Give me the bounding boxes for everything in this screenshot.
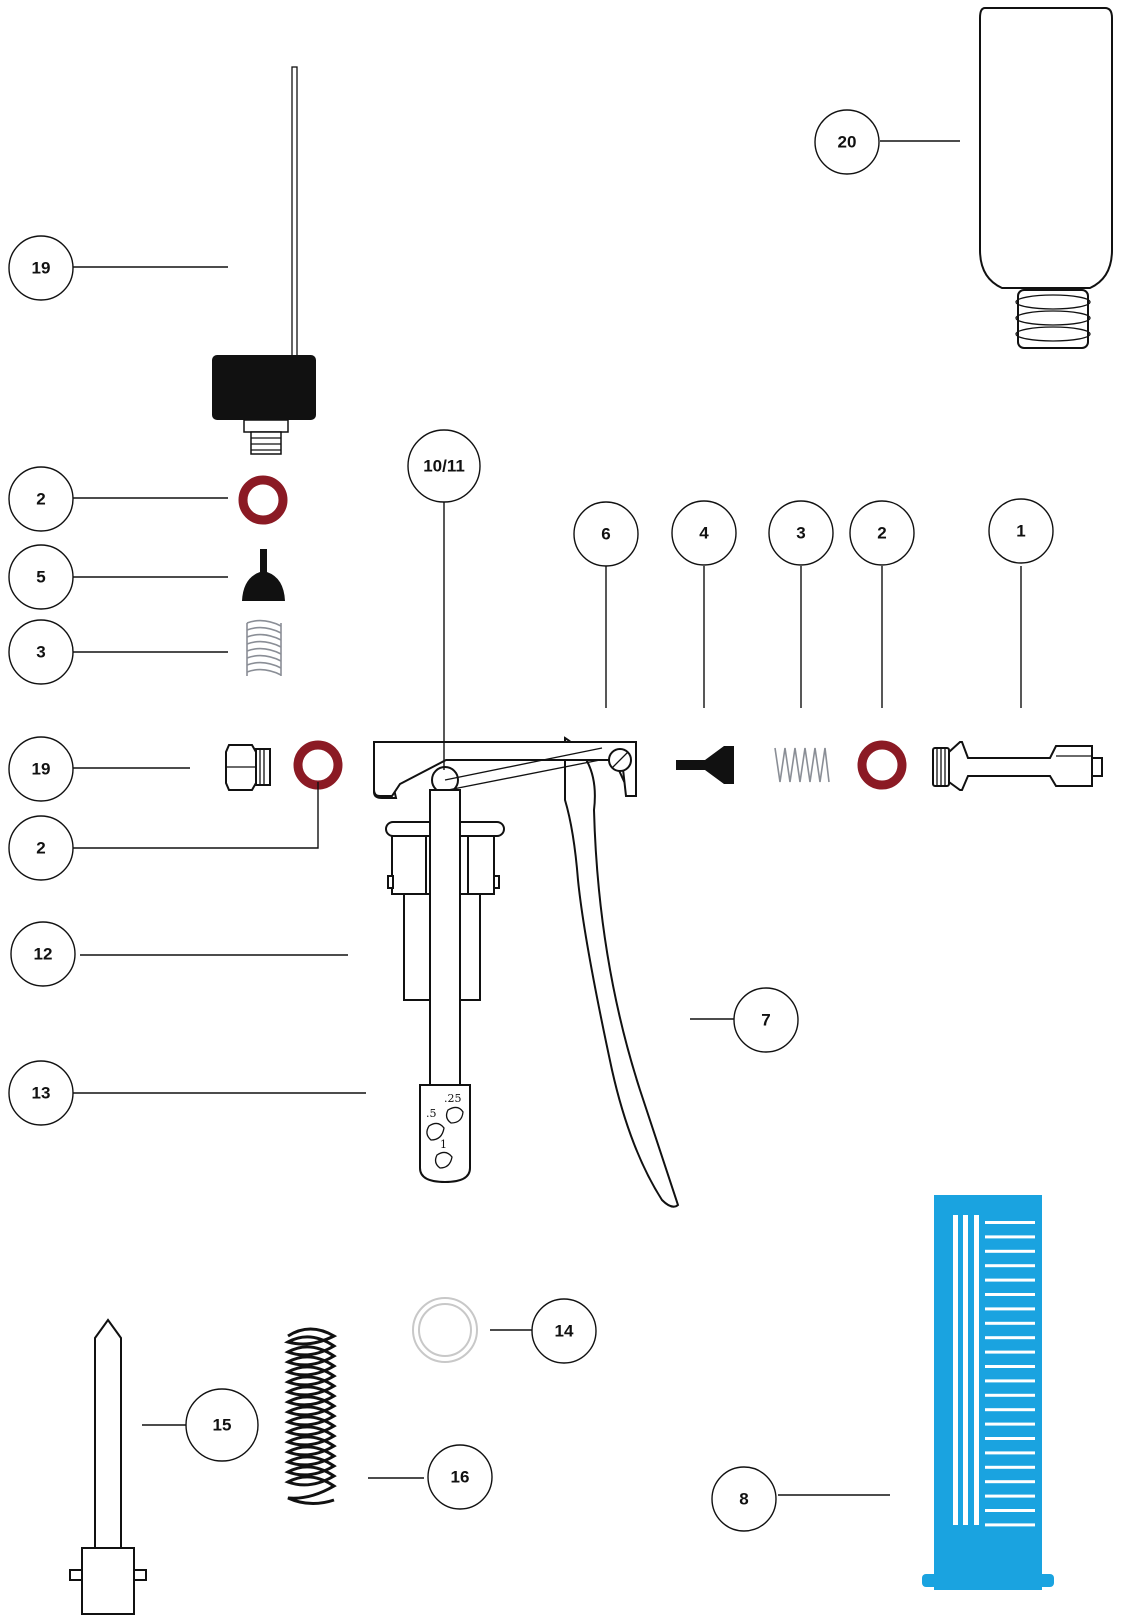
svg-text:8: 8 <box>739 1490 748 1509</box>
svg-text:3: 3 <box>796 524 805 543</box>
graduation-tick <box>985 1451 1035 1455</box>
draw-tube-cap-part <box>212 66 316 455</box>
callout-1: 1 <box>988 498 1054 564</box>
callout-15: 15 <box>185 1388 259 1462</box>
dose-mark-half: .5 <box>426 1107 437 1120</box>
svg-text:12: 12 <box>34 945 53 964</box>
callout-7: 7 <box>733 987 799 1053</box>
svg-text:2: 2 <box>36 839 45 858</box>
callout-5: 5 <box>8 544 74 610</box>
svg-text:14: 14 <box>555 1322 574 1341</box>
hex-nut-part <box>225 744 271 791</box>
graduation-tick <box>985 1509 1035 1512</box>
svg-text:5: 5 <box>36 568 45 587</box>
graduation-tick <box>985 1480 1035 1484</box>
svg-text:1: 1 <box>1016 522 1025 541</box>
graduation-tick <box>985 1249 1035 1253</box>
callout-6: 6 <box>573 501 639 567</box>
callout-19-top: 19 <box>8 235 74 301</box>
callout-4: 4 <box>671 500 737 566</box>
dose-mark-quarter: .25 <box>444 1092 462 1105</box>
callout-16: 16 <box>427 1444 493 1510</box>
graduation-tick <box>985 1235 1035 1239</box>
graduation-tick <box>985 1465 1035 1469</box>
valve-ball-part <box>242 549 285 601</box>
graduation-tick <box>985 1350 1035 1354</box>
callout-20: 20 <box>814 109 880 175</box>
svg-text:7: 7 <box>761 1011 770 1030</box>
callout-3-left: 3 <box>8 619 74 685</box>
graduation-tick <box>985 1379 1035 1383</box>
callout-14: 14 <box>531 1298 597 1364</box>
callout-2-right: 2 <box>849 500 915 566</box>
graduation-tick <box>985 1437 1035 1440</box>
washer-part <box>412 1297 478 1363</box>
seal-ring-left <box>293 740 343 790</box>
graduation-tick <box>985 1321 1035 1325</box>
callout-2-top: 2 <box>8 466 74 532</box>
svg-text:2: 2 <box>36 490 45 509</box>
callout-10-11: 10/11 <box>407 429 481 503</box>
svg-text:13: 13 <box>32 1084 51 1103</box>
seal-ring-top <box>238 475 288 525</box>
callout-12: 12 <box>10 921 76 987</box>
svg-text:4: 4 <box>699 524 709 543</box>
piston-part <box>69 1318 147 1615</box>
graduation-tick <box>985 1264 1035 1268</box>
callout-19-left: 19 <box>8 736 74 802</box>
svg-text:16: 16 <box>451 1468 470 1487</box>
svg-text:19: 19 <box>32 760 51 779</box>
measuring-cylinder-part <box>922 1195 1054 1590</box>
callout-13: 13 <box>8 1060 74 1126</box>
graduation-tick <box>985 1293 1035 1296</box>
svg-text:20: 20 <box>838 133 857 152</box>
heavy-spring-part <box>284 1327 338 1505</box>
seal-ring-right <box>857 740 907 790</box>
leader-lines <box>73 140 1022 1496</box>
graduation-tick <box>985 1494 1035 1498</box>
callout-2-left: 2 <box>8 815 74 881</box>
graduation-tick <box>985 1408 1035 1412</box>
graduation-tick <box>985 1221 1035 1224</box>
valve-cone-part <box>676 746 734 784</box>
svg-text:6: 6 <box>601 525 610 544</box>
graduation-tick <box>985 1393 1035 1397</box>
graduation-tick <box>985 1278 1035 1282</box>
inlet-connector-part <box>932 741 1103 791</box>
graduation-tick <box>985 1523 1035 1527</box>
callout-3-right: 3 <box>768 500 834 566</box>
spring-left-part <box>246 619 282 676</box>
svg-text:10/11: 10/11 <box>423 457 465 476</box>
dose-mark-one: 1 <box>440 1138 447 1151</box>
dosing-pistol-body: .5 .25 1 <box>373 736 680 1208</box>
spring-right-part <box>774 747 830 783</box>
graduation-tick <box>985 1365 1035 1368</box>
svg-text:15: 15 <box>213 1416 232 1435</box>
svg-text:19: 19 <box>32 259 51 278</box>
callout-8: 8 <box>711 1466 777 1532</box>
svg-text:3: 3 <box>36 643 45 662</box>
graduation-tick <box>985 1336 1035 1340</box>
bottle-part <box>979 7 1113 349</box>
svg-text:2: 2 <box>877 524 886 543</box>
graduation-tick <box>985 1422 1035 1426</box>
graduation-tick <box>985 1307 1035 1311</box>
